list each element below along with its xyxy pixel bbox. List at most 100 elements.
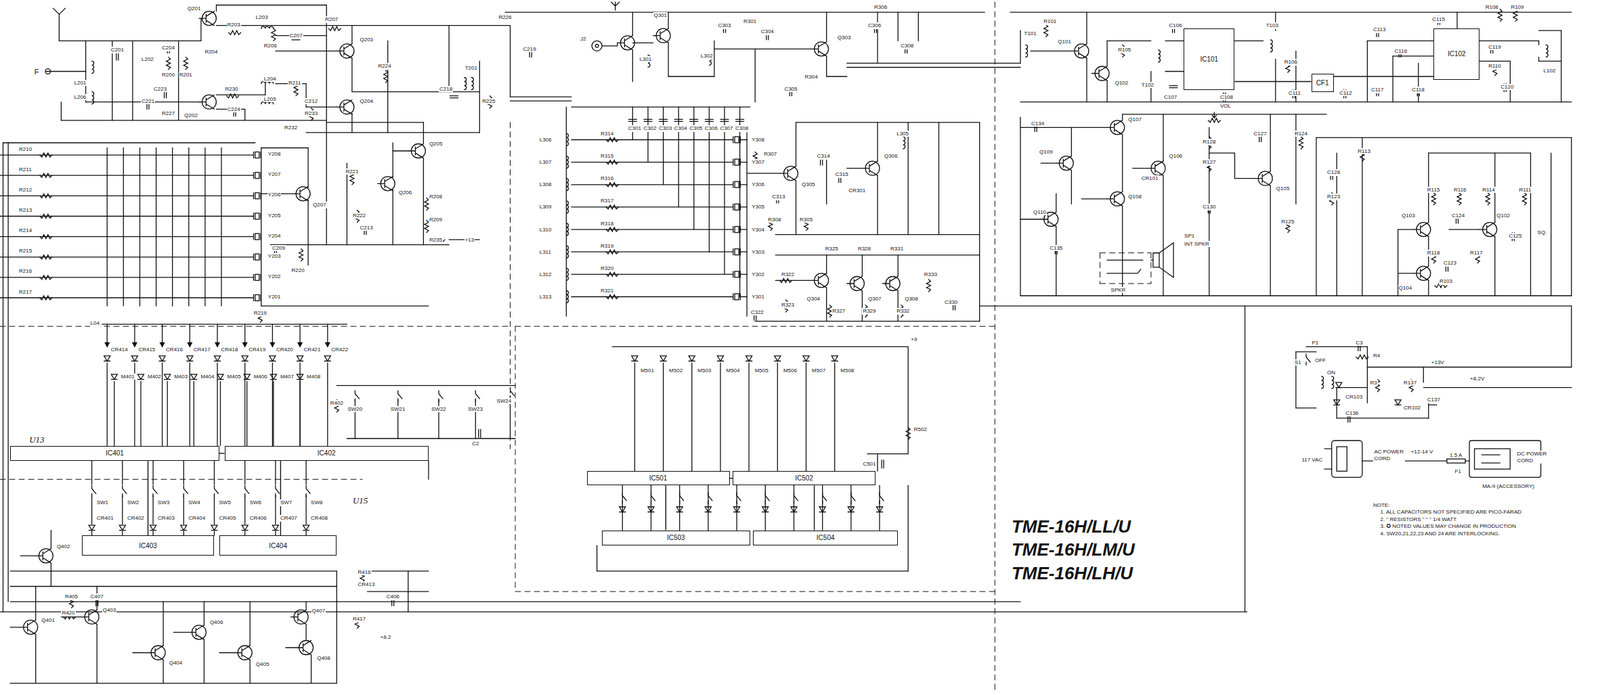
wire: [310, 655, 312, 684]
wire: [244, 109, 246, 121]
component-label: R115: [1426, 186, 1441, 194]
wire: [826, 153, 827, 204]
diode-symbol: [88, 525, 95, 531]
crystal-symbol: [733, 136, 741, 143]
inductor-symbol: [566, 245, 569, 258]
wire: [139, 148, 141, 307]
wire: [173, 632, 189, 634]
wire: [876, 454, 878, 472]
wire: [0, 276, 254, 278]
resistor-symbol: [328, 26, 341, 31]
component-label: R416: [357, 569, 372, 577]
component-label: CR419: [247, 346, 267, 354]
resistor-symbol: [183, 56, 188, 70]
wire: [596, 545, 598, 572]
component-label: +8.2V: [1469, 375, 1485, 383]
potentiometer-wiper: [1212, 112, 1217, 118]
component-label: L04: [90, 320, 101, 328]
component-label: C127: [1253, 130, 1268, 138]
component-label: R502: [913, 426, 928, 434]
wire: [274, 461, 276, 485]
transistor-symbol: [35, 549, 52, 564]
component-label: SP1: [1183, 232, 1196, 240]
wire: [822, 485, 823, 531]
component-label: VOL: [1219, 102, 1232, 110]
inductor-symbol: [566, 223, 569, 236]
wire: [188, 148, 189, 307]
capacitor-symbol: [704, 119, 713, 122]
component-label: Y202: [267, 273, 282, 281]
component-label: Y206: [267, 191, 282, 199]
component-label: SW24: [495, 398, 512, 405]
wire: [632, 106, 634, 140]
component-label: Y207: [267, 171, 282, 179]
wire: [246, 381, 248, 447]
wire: [740, 228, 747, 230]
wire: [897, 291, 899, 322]
wire: [979, 305, 996, 307]
component-label: CR401: [96, 515, 115, 523]
switch-symbol: [214, 485, 219, 497]
wire: [155, 148, 157, 307]
wire: [1010, 11, 1572, 13]
wire: [1465, 461, 1470, 462]
wire: [91, 461, 93, 485]
wire: [1086, 12, 1087, 45]
component-label: M507: [811, 367, 827, 375]
resistor-symbol: [228, 30, 242, 35]
switch-symbol: [306, 485, 311, 497]
wire: [510, 96, 572, 98]
wire: [571, 161, 733, 163]
switch-symbol: [475, 390, 480, 403]
arrow-symbol: [187, 342, 192, 347]
component-label: C305: [688, 125, 703, 133]
component-label: SW5: [218, 499, 232, 507]
wire: [1428, 280, 1429, 296]
wire: [200, 18, 202, 41]
wire: [667, 12, 669, 29]
component-label: Y305: [750, 203, 766, 211]
capacitor-symbol: [689, 119, 699, 122]
wire: [571, 184, 733, 185]
wire: [3, 142, 256, 143]
inductor-symbol: [566, 133, 569, 146]
wire: [0, 612, 1248, 613]
wire: [1456, 12, 1458, 29]
wire: [0, 195, 254, 197]
wire: [305, 624, 307, 641]
crystal-symbol: [255, 253, 260, 261]
wire: [850, 485, 852, 531]
wire: [362, 570, 429, 572]
wire: [714, 48, 812, 50]
wire: [1295, 114, 1296, 205]
wire: [740, 139, 747, 141]
component-label: L305: [895, 130, 910, 138]
component-label: R328: [857, 245, 872, 253]
component-label: R117: [1469, 249, 1484, 257]
region-boundary: [0, 326, 511, 328]
capacitor-symbol: [674, 119, 683, 122]
wire: [1295, 351, 1317, 353]
component-label: CR418: [220, 346, 240, 354]
wire: [775, 254, 980, 256]
wire: [1040, 162, 1057, 164]
component-label: T102: [1140, 81, 1155, 89]
component-label: R219: [253, 310, 268, 317]
switch-symbol: [794, 492, 799, 505]
diode-symbol: [217, 374, 224, 380]
component-label: T101: [1023, 30, 1038, 38]
wire: [826, 56, 827, 77]
wire: [667, 42, 669, 77]
region-boundary: [515, 326, 516, 592]
wire: [1270, 185, 1271, 296]
component-label: CR403: [157, 515, 176, 523]
wire: [740, 296, 747, 298]
component-label: R331: [889, 245, 904, 253]
switch-symbol: [92, 485, 97, 497]
wire: [204, 148, 206, 307]
inductor-symbol: [566, 178, 569, 191]
transistor-symbol: [336, 100, 353, 115]
component-label: L308: [538, 181, 553, 189]
wire: [861, 291, 863, 322]
